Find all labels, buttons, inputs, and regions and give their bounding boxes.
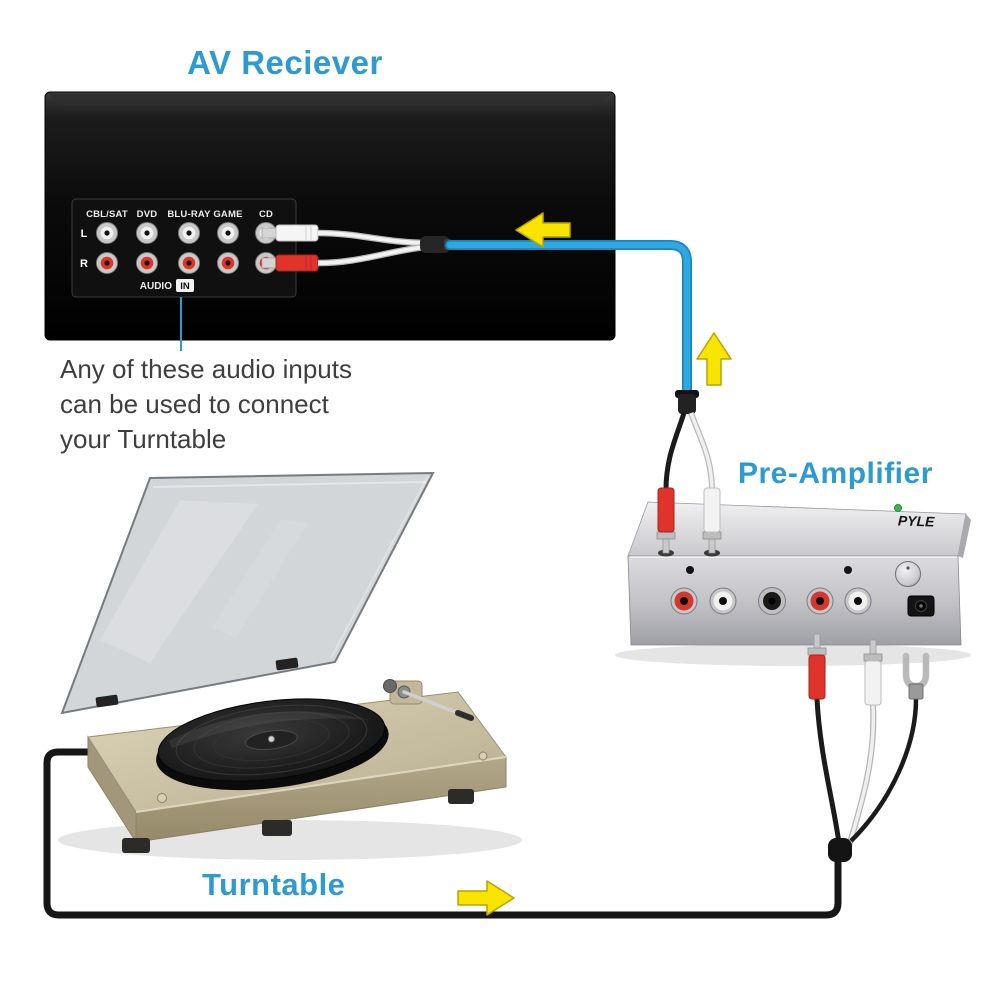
cable-splitter: [675, 390, 699, 414]
audio-in-badge: [176, 279, 194, 292]
bottom-red-plug: [807, 633, 827, 700]
receiver-top-bevel: [49, 94, 611, 106]
preamp-brand-logo: PYLE: [898, 512, 936, 529]
turntable-illustration: [58, 471, 522, 860]
receiver-input-panel: [71, 198, 297, 298]
preamp-screw-right: [844, 566, 852, 574]
preamp-power-led: [894, 504, 902, 512]
annotation-line: Any of these audio inputs: [60, 354, 352, 384]
preamp-top-white-plug: [702, 487, 722, 554]
dust-cover-sheen-small: [212, 520, 308, 638]
bottom-white-cable: [847, 704, 876, 847]
bottom-black-cable: [814, 698, 842, 844]
dust-cover-sheen: [100, 500, 258, 663]
preamp-screw-left: [686, 566, 694, 574]
audio-in-label: AUDIO: [140, 281, 172, 292]
preamp-ground-jack: [758, 587, 786, 615]
bottom-white-plug: [863, 639, 883, 706]
preamp-gain-knob: [895, 561, 921, 587]
port-label-blu-ray: BLU-RAY: [167, 209, 211, 220]
rca-jack-white: [136, 222, 158, 244]
preamp-output-jack-red: [670, 587, 698, 615]
blue-audio-cable-core: [446, 241, 691, 400]
turntable-feet: [122, 789, 474, 853]
annotation-line: can be used to connect: [60, 389, 329, 420]
preamp-top-red-plug: [656, 487, 676, 554]
row-label-right: R: [80, 258, 88, 270]
turntable-platter: [156, 698, 389, 791]
av-receiver-label: AV Reciever: [187, 44, 383, 81]
receiver-red-rca-plug: [261, 254, 319, 272]
tonearm-counterweight: [383, 679, 397, 693]
port-label-cbl-sat: CBL/SAT: [86, 209, 128, 220]
pre-amplifier-label: Pre-Amplifier: [738, 457, 933, 490]
rca-adapter-cables: [317, 229, 425, 267]
row-label-left: L: [81, 228, 88, 240]
preamp-output-jack-white: [709, 587, 737, 615]
ground-wire: [849, 698, 919, 843]
port-label-dvd: DVD: [137, 209, 158, 220]
rca-jack-red: [136, 252, 158, 274]
annotation-line: your Turntable: [60, 424, 227, 455]
arrow-left-icon: [515, 212, 571, 248]
cable-y-junction: [828, 838, 852, 862]
port-label-game: GAME: [213, 209, 242, 220]
preamp-front-face: [627, 555, 962, 646]
turntable-speed-knob: [157, 793, 167, 803]
preamp-top-face: [627, 501, 967, 557]
platter-spindle: [267, 735, 275, 743]
tonearm-headshell: [455, 710, 474, 721]
rca-jack-white: [96, 222, 118, 244]
turntable-dust-cover: [60, 471, 435, 715]
turntable-power-button: [478, 751, 488, 761]
platter-sheen: [168, 711, 370, 749]
preamp-shadow: [615, 644, 971, 666]
audio-in-badge-label: IN: [180, 281, 190, 292]
dust-cover-hinge-left: [95, 694, 119, 708]
turntable-signal-cable: [43, 748, 842, 919]
turntable-tonearm: [383, 679, 474, 721]
turntable-label: Turntable: [202, 867, 346, 902]
arrow-up-icon: [696, 332, 732, 386]
preamp-bottom-cables: [807, 633, 930, 862]
preamp-input-jack-red: [806, 587, 834, 615]
tonearm-tube: [402, 690, 460, 715]
rca-jack-white: [217, 222, 239, 244]
rca-jack-red: [178, 252, 200, 274]
preamp-right-face: [958, 514, 971, 558]
splitter-branch-cables: [663, 411, 715, 491]
dust-cover-hinge-right: [275, 657, 299, 671]
av-receiver-unit: CBL/SAT DVD BLU-RAY GAME CD L R AUDIO IN: [44, 91, 616, 341]
ground-fork-terminal: [902, 652, 930, 700]
arrow-right-icon: [457, 880, 515, 916]
port-label-cd: CD: [259, 209, 273, 220]
audio-inputs-annotation: Any of these audio inputs can be used to…: [60, 352, 352, 457]
rca-jack-red: [217, 252, 239, 274]
rca-jack-red: [96, 252, 118, 274]
preamp-input-jack-white: [844, 587, 872, 615]
blue-audio-cable: [445, 240, 692, 401]
turntable-base-edge-highlight: [135, 756, 507, 813]
rca-jack-white: [178, 222, 200, 244]
preamp-dc-power-jack: [907, 595, 935, 617]
